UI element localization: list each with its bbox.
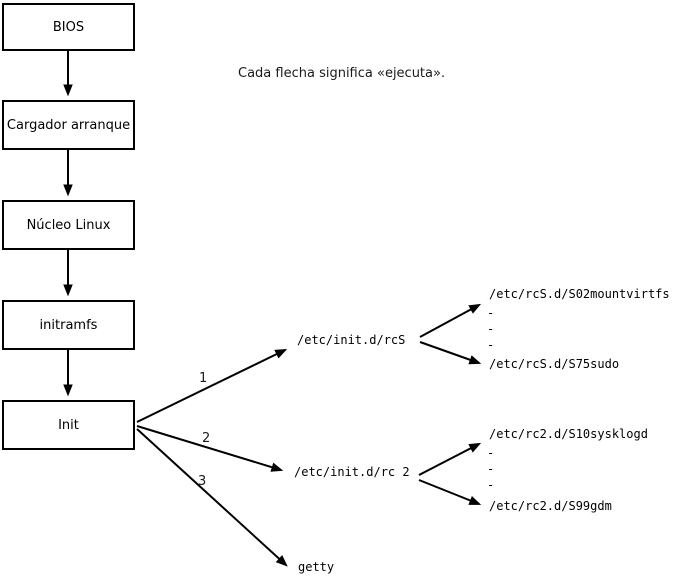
path-rcs-first-script: /etc/rcS.d/S02mountvirtfs	[489, 287, 670, 301]
arrow-rc2-to-first-script	[418, 442, 482, 476]
box-kernel-label: Núcleo Linux	[26, 217, 111, 233]
arrow-rc2-to-last-script	[418, 479, 482, 505]
box-init-label: Init	[58, 417, 79, 433]
rcs-ellipsis: - - -	[487, 305, 494, 353]
box-initramfs-label: initramfs	[39, 317, 98, 333]
path-rc2-last-script: /etc/rc2.d/S99gdm	[489, 499, 612, 513]
box-bootloader-label: Cargador arranque	[6, 117, 131, 133]
path-rc2-first-script: /etc/rc2.d/S10sysklogd	[489, 427, 648, 441]
rcs-ellipsis-dash: -	[487, 322, 495, 336]
rcs-ellipsis-dash: -	[487, 306, 495, 320]
arrow-rcs-to-first-script	[419, 303, 482, 338]
arrow-init-to-getty	[136, 428, 288, 567]
rc2-ellipsis-dash: -	[487, 478, 495, 492]
box-bootloader: Cargador arranque	[2, 100, 135, 150]
path-init-d-rcs: /etc/init.d/rcS	[297, 333, 406, 347]
box-kernel: Núcleo Linux	[2, 200, 135, 250]
box-bios: BIOS	[2, 3, 135, 51]
box-init: Init	[2, 400, 135, 450]
arrow-init-to-rcs	[136, 348, 288, 423]
rc2-ellipsis: - - -	[487, 445, 494, 493]
arrow-rcs-to-last-script	[419, 341, 482, 365]
branch-number-1: 1	[199, 371, 208, 386]
path-init-d-rc2: /etc/init.d/rc 2	[294, 465, 410, 479]
branch-number-3: 3	[198, 474, 207, 489]
path-rcs-last-script: /etc/rcS.d/S75sudo	[489, 357, 620, 371]
rcs-ellipsis-dash: -	[487, 338, 495, 352]
rc2-ellipsis-dash: -	[487, 462, 495, 476]
note-ejecuta: Cada flecha significa «ejecuta».	[238, 66, 446, 81]
path-getty: getty	[298, 560, 335, 574]
box-initramfs: initramfs	[2, 300, 135, 350]
branch-number-2: 2	[202, 431, 211, 446]
box-bios-label: BIOS	[52, 19, 85, 35]
arrow-init-to-rc2	[136, 425, 284, 472]
rc2-ellipsis-dash: -	[487, 446, 495, 460]
